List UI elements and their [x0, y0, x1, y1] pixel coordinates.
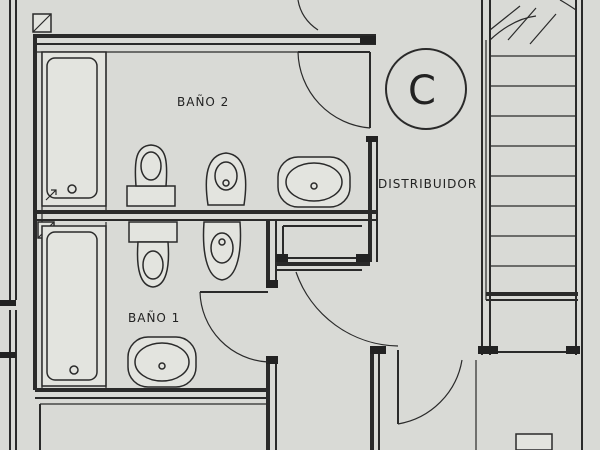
room-label-bano2: BAÑO 2: [177, 94, 229, 109]
section-marker: C: [385, 48, 467, 130]
room-label-distribuidor: DISTRIBUIDOR: [378, 177, 477, 191]
upper-door-arc: [297, 0, 319, 31]
bano1-bathtub: [41, 225, 107, 387]
staircase: [478, 0, 580, 355]
bano2-bathtub: [41, 51, 107, 207]
bano2-door: [297, 51, 371, 129]
section-marker-letter: C: [408, 68, 436, 114]
bano2-toilet: [126, 144, 176, 207]
bano2-bidet: [205, 152, 247, 206]
room-label-bano1: BAÑO 1: [128, 310, 180, 325]
bano1-door: [199, 291, 269, 363]
left-edge-walls: [0, 0, 17, 450]
lower-room-wall: [39, 403, 270, 450]
bano1-right-wall: [266, 220, 278, 450]
closet: [276, 219, 370, 266]
bottom-right-detail: [475, 0, 583, 450]
bano1-bidet: [202, 221, 242, 281]
bano1-bottom-wall: [35, 388, 270, 399]
distributor-door: [276, 269, 463, 425]
bano1-sink: [127, 336, 197, 388]
bano1-toilet: [128, 221, 178, 288]
bano2-sink: [277, 156, 351, 208]
distributor-lower-walls: [370, 346, 386, 450]
shaft-square: [32, 13, 52, 33]
bano2-right-wall: [366, 136, 378, 262]
